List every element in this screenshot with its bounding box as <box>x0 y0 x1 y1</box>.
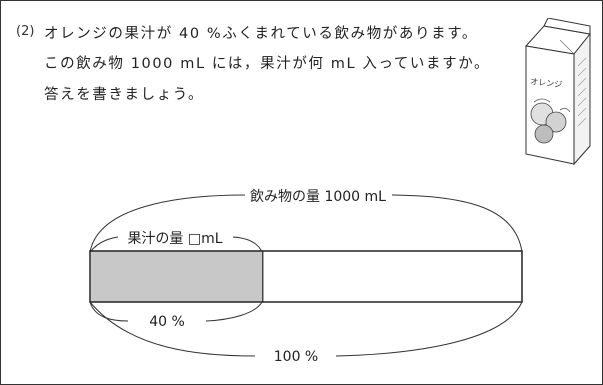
question-number: (2) <box>16 24 35 39</box>
question-line-2: この飲み物 1000 mL には，果汁が何 mL 入っていますか。 <box>44 56 491 72</box>
juice-percent-label: 40 % <box>149 314 185 330</box>
total-percent-label: 100 % <box>274 349 318 365</box>
carton-label: オレンジ <box>530 77 563 89</box>
question-line-3: 答えを書きましょう。 <box>44 87 205 103</box>
total-bar <box>89 250 523 303</box>
question-line-1: オレンジの果汁が 40 %ふくまれている飲み物があります。 <box>44 26 478 42</box>
total-amount-label: 飲み物の量 1000 mL <box>250 189 386 205</box>
juice-amount-label: 果汁の量 □mL <box>127 231 222 247</box>
orange-juice-carton-icon: オレンジ <box>525 18 591 166</box>
juice-portion-fill <box>91 251 263 302</box>
